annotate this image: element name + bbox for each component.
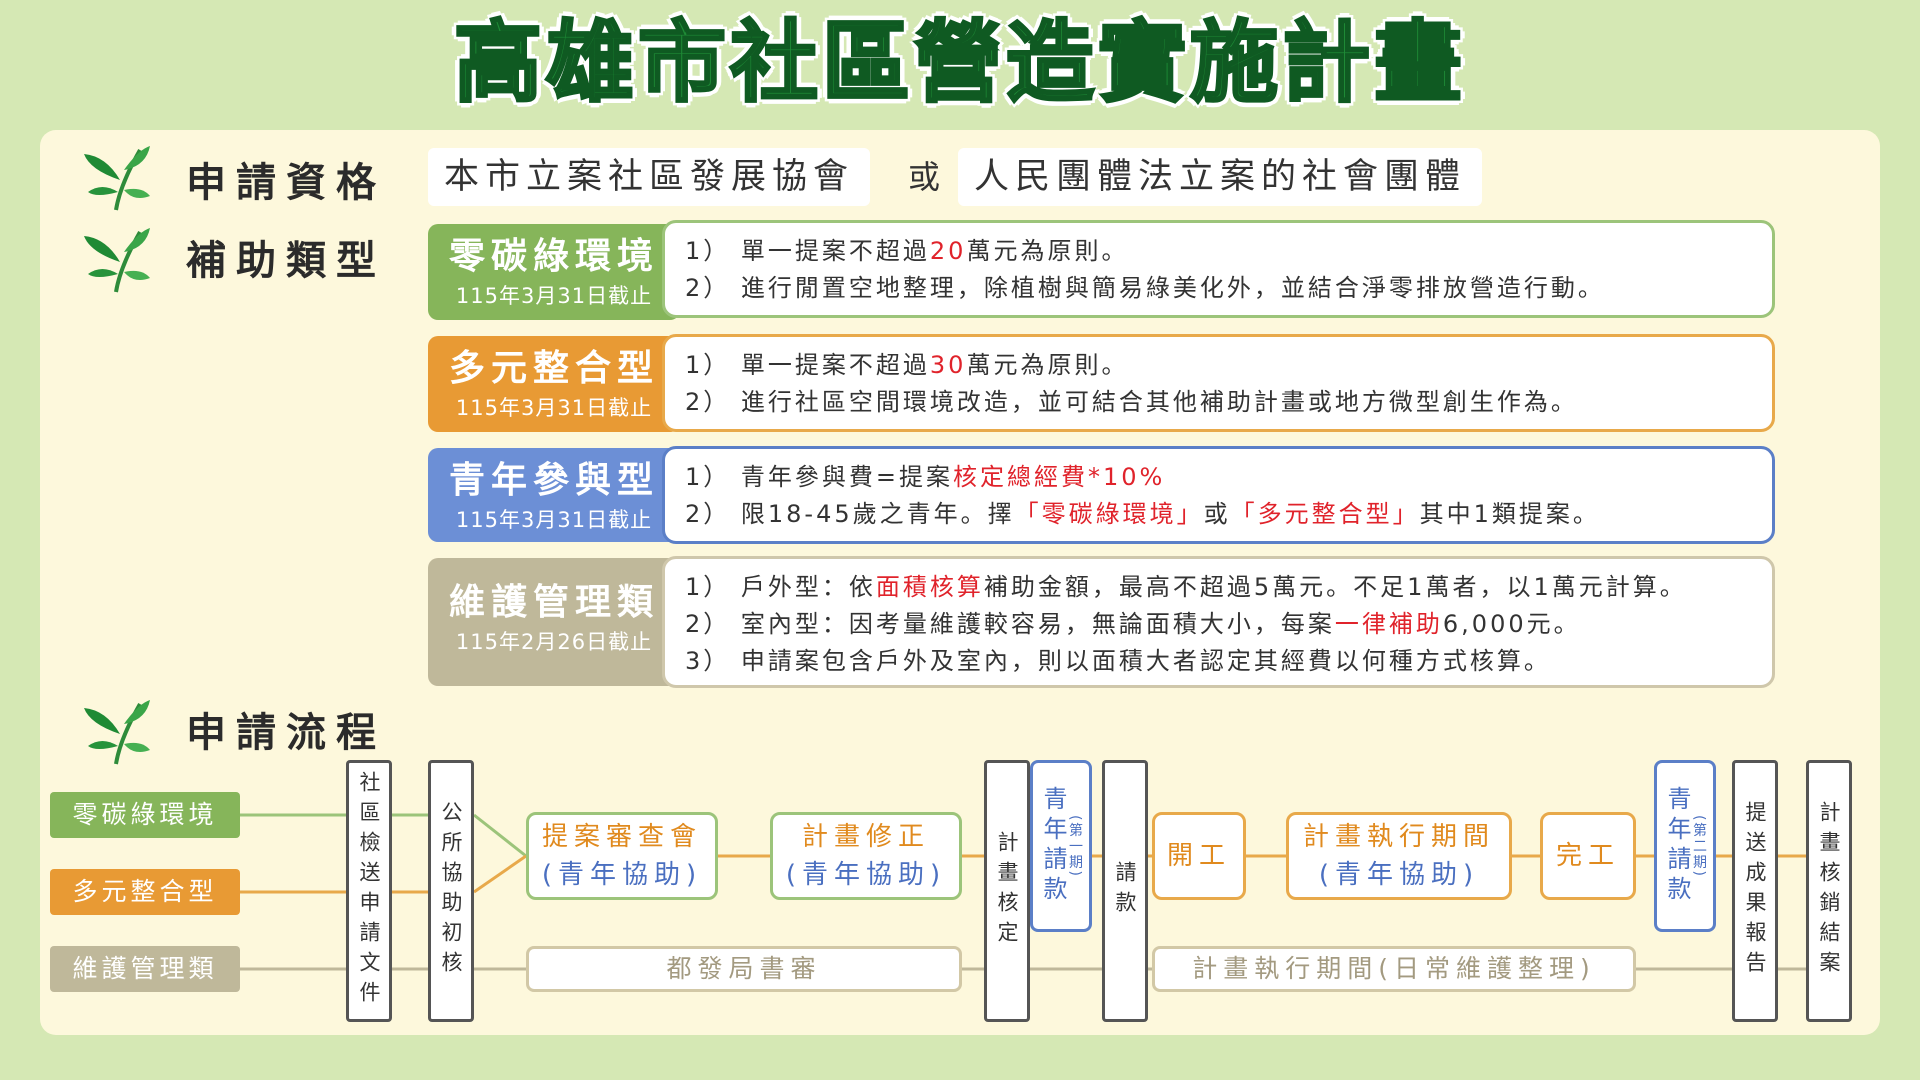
type-name: 青年參與型 (448, 460, 659, 501)
desc-line: 1） 單一提案不超過30萬元為原則。 (685, 351, 1129, 379)
type-tag-green: 零碳綠環境 115年3月31日截止 (428, 224, 680, 320)
flow-step-youth-payment-1: 青年請款 (第一期) (1030, 760, 1092, 932)
desc-line: 2） 室內型：因考量維護較容易，無論面積大小，每案一律補助6,000元。 (685, 610, 1581, 638)
type-desc-youth: 1） 青年參與費=提案核定總經費*10% 2） 限18-45歲之青年。擇「零碳綠… (662, 446, 1775, 544)
type-deadline: 115年3月31日截止 (455, 396, 653, 420)
section-label-subsidy-type: 補助類型 (186, 238, 386, 284)
flow-step-execution: 計畫執行期間 (青年協助) (1286, 812, 1512, 900)
flow-step-plan-approval: 計畫核定 (984, 760, 1030, 1022)
flow-step-payment: 請款 (1102, 760, 1148, 1022)
page-title: 高雄市社區營造實施計畫 (452, 10, 1466, 116)
type-name: 多元整合型 (448, 348, 659, 389)
type-desc-integrated: 1） 單一提案不超過30萬元為原則。 2） 進行社區空間環境改造，並可結合其他補… (662, 334, 1775, 432)
type-deadline: 115年2月26日截止 (455, 630, 653, 654)
desc-line: 2） 限18-45歲之青年。擇「零碳綠環境」或「多元整合型」其中1類提案。 (685, 500, 1600, 528)
desc-line: 2） 進行閒置空地整理，除植樹與簡易綠美化外，並結合淨零排放營造行動。 (685, 274, 1605, 302)
type-deadline: 115年3月31日截止 (455, 284, 653, 308)
type-tag-integrated: 多元整合型 115年3月31日截止 (428, 336, 680, 432)
flow-step-plan-revision: 計畫修正 (青年協助) (770, 812, 962, 900)
qualification-or: 或 (908, 158, 941, 196)
flow-step-youth-payment-2: 青年請款 (第二期) (1654, 760, 1716, 932)
flow-start-integrated: 多元整合型 (50, 869, 240, 915)
flow-step-district-review: 公所協助初核 (428, 760, 474, 1022)
type-tag-youth: 青年參與型 115年3月31日截止 (428, 448, 680, 542)
type-tag-maintenance: 維護管理類 115年2月26日截止 (428, 558, 680, 686)
flow-start-maintenance: 維護管理類 (50, 946, 240, 992)
flow-step-start-work: 開工 (1152, 812, 1246, 900)
qualification-option-1: 本市立案社區發展協會 (428, 148, 871, 206)
flow-step-close-case: 計畫核銷結案 (1806, 760, 1852, 1022)
flow-step-proposal-review: 提案審查會 (青年協助) (526, 812, 718, 900)
desc-line: 1） 青年參與費=提案核定總經費*10% (685, 463, 1166, 491)
desc-line: 1） 戶外型：依面積核算補助金額，最高不超過5萬元。不足1萬者，以1萬元計算。 (685, 573, 1687, 601)
type-name: 維護管理類 (448, 582, 659, 623)
type-deadline: 115年3月31日截止 (455, 508, 653, 532)
flow-step-completion: 完工 (1540, 812, 1636, 900)
leaf-icon (84, 146, 150, 211)
flow-step-maintenance-period: 計畫執行期間(日常維護整理) (1152, 946, 1636, 992)
desc-line: 2） 進行社區空間環境改造，並可結合其他補助計畫或地方微型創生作為。 (685, 388, 1578, 416)
flow-step-submit-report: 提送成果報告 (1732, 760, 1778, 1022)
flow-step-submit-docs: 社區檢送申請文件 (346, 760, 392, 1022)
type-desc-maintenance: 1） 戶外型：依面積核算補助金額，最高不超過5萬元。不足1萬者，以1萬元計算。 … (662, 556, 1775, 688)
flow-step-urban-review: 都發局書審 (526, 946, 962, 992)
flow-start-green: 零碳綠環境 (50, 792, 240, 838)
section-label-qualification: 申請資格 (186, 160, 386, 206)
type-desc-green: 1） 單一提案不超過20萬元為原則。 2） 進行閒置空地整理，除植樹與簡易綠美化… (662, 220, 1775, 318)
desc-line: 1） 單一提案不超過20萬元為原則。 (685, 237, 1129, 265)
desc-line: 3） 申請案包含戶外及室內，則以面積大者認定其經費以何種方式核算。 (685, 647, 1551, 675)
leaf-icon (84, 700, 150, 765)
type-name: 零碳綠環境 (448, 236, 659, 277)
qualification-option-2: 人民團體法立案的社會團體 (958, 148, 1483, 206)
leaf-icon (84, 228, 150, 293)
section-label-process: 申請流程 (186, 710, 386, 756)
